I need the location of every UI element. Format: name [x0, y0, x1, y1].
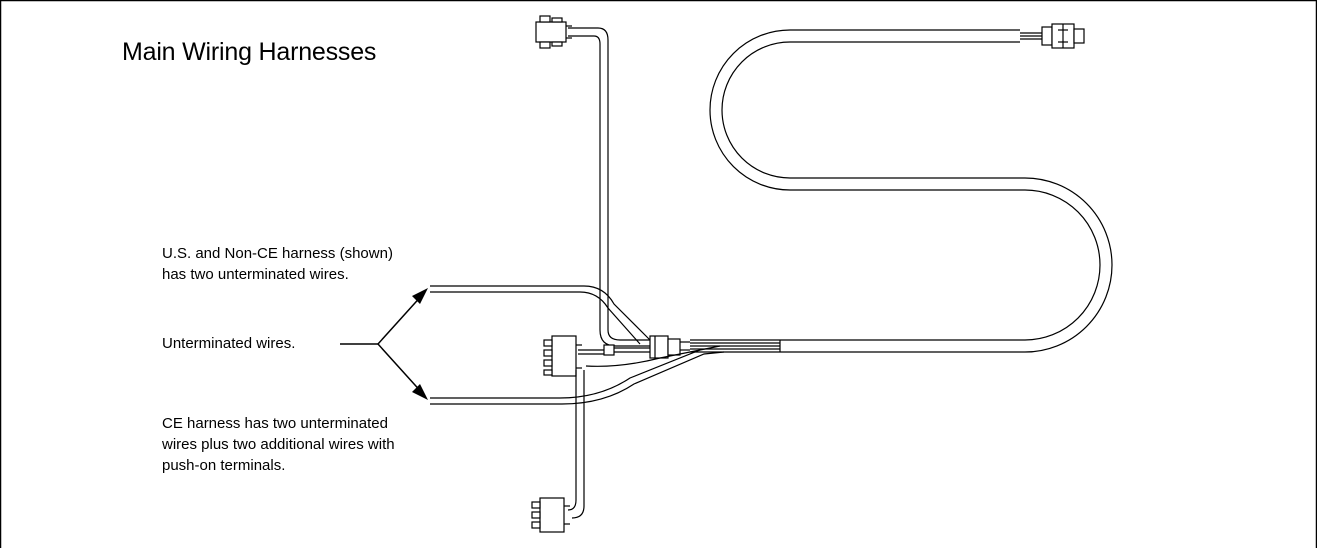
- arrowhead-upper: [412, 288, 428, 304]
- top-wire-bundle: [568, 27, 650, 347]
- connector-bottom: [531, 497, 570, 533]
- unterminated-wires: [430, 285, 725, 405]
- connector-top: [535, 15, 572, 49]
- main-cable: [709, 29, 1113, 353]
- cable-junction-section: [690, 339, 781, 353]
- unterminated-wires-label: Unterminated wires.: [162, 335, 296, 352]
- connector-top-right: [1020, 23, 1085, 49]
- bottom-wire-bundle: [567, 349, 701, 519]
- connector-left: [543, 335, 582, 377]
- us-harness-note: U.S. and Non-CE harness (shown) has two …: [162, 245, 393, 283]
- junction-block: [578, 335, 690, 359]
- callout-pointer: [340, 292, 425, 396]
- arrowhead-lower: [412, 384, 428, 400]
- ce-harness-note: CE harness has two unterminated wires pl…: [162, 415, 395, 474]
- page-title: Main Wiring Harnesses: [122, 38, 377, 66]
